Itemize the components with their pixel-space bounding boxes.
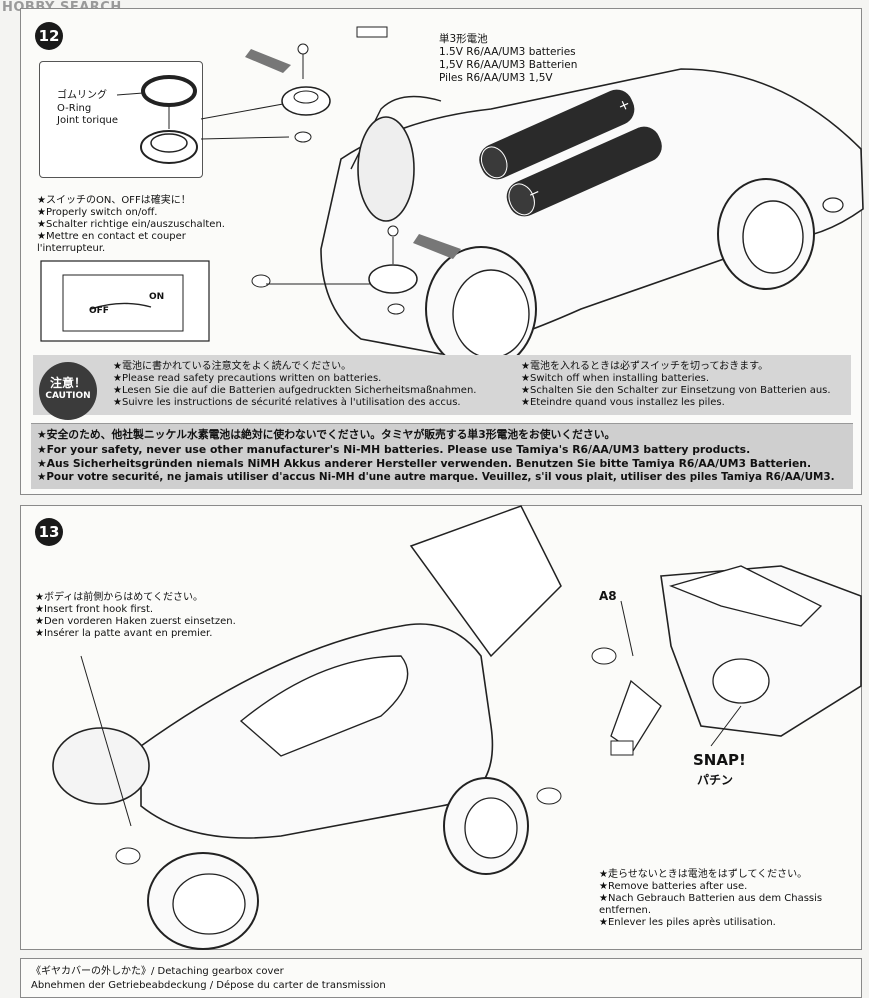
gearbox-title: 《ギヤカバーの外しかた》/ Detaching gearbox cover [31,966,284,977]
caution-left-jp: ★電池に書かれている注意文をよく読んでください。 [113,361,352,372]
gearbox-cover-panel: 《ギヤカバーの外しかた》/ Detaching gearbox cover Ab… [20,958,862,998]
caution-right-jp: ★電池を入れるときは必ずスイッチを切っておきます。 [521,361,769,372]
oring-label-en: O-Ring [57,103,92,114]
caution-badge-en: CAUTION [45,391,91,401]
switch-note-de: ★Schalter richtige ein/auszuschalten. [37,219,225,230]
snap-label-jp: パチン [697,773,734,787]
caution-left-fr: ★Suivre les instructions de sécurité rel… [113,397,461,408]
switch-on-label: ON [149,292,165,302]
remove-note-de: ★Nach Gebrauch Batterien aus dem Chassis [599,893,823,904]
safety-fr: ★Pour votre securité, ne jamais utiliser… [37,471,835,483]
oring-label-fr: Joint torique [57,115,119,126]
remove-note-en: ★Remove batteries after use. [599,881,748,892]
gearbox-subtitle: Abnehmen der Getriebeabdeckung / Dépose … [31,980,386,991]
remove-note-fr: ★Enlever les piles après utilisation. [599,917,776,928]
safety-warning: ★安全のため、他社製ニッケル水素電池は絶対に使わないでください。タミヤが販売する… [31,423,853,484]
step-13-panel: 13 ★ボディは前側からはめてください。 ★Insert front hook … [20,505,862,950]
body-note-jp: ★ボディは前側からはめてください。 [35,592,203,603]
caution-right-de: ★Schalten Sie den Schalter zur Einsetzun… [521,385,831,396]
switch-note-fr-2: l'interrupteur. [37,243,106,254]
caution-badge-jp: 注意！ [49,376,86,390]
step13-drawing [52,505,862,950]
safety-jp: ★安全のため、他社製ニッケル水素電池は絶対に使わないでください。タミヤが販売する… [37,428,616,441]
caution-left-en: ★Please read safety precautions written … [113,373,382,384]
step-12-panel: 12 ゴムリング O-Ring Joint torique + − [20,8,864,495]
battery-label-jp: 単3形電池 [439,33,488,45]
caution-right-en: ★Switch off when installing batteries. [521,373,710,384]
caution-badge: 注意！ CAUTION [39,362,97,420]
switch-off-label: OFF [89,306,109,316]
body-note-de: ★Den vorderen Haken zuerst einsetzen. [35,616,236,627]
safety-en: ★For your safety, never use other manufa… [37,443,751,456]
battery-label-de: 1,5V R6/AA/UM3 Batterien [439,59,578,71]
oring-label-jp: ゴムリング [57,90,107,101]
switch-note-en: ★Properly switch on/off. [37,207,158,218]
remove-note-jp: ★走らせないときは電池をはずしてください。 [599,869,808,880]
body-note-fr: ★Insérer la patte avant en premier. [35,628,213,639]
step-number: 13 [35,518,63,546]
battery-label-en: 1.5V R6/AA/UM3 batteries [439,46,576,58]
step-number: 12 [35,22,63,50]
safety-de: ★Aus Sicherheitsgründen niemals NiMH Akk… [37,457,812,470]
caution-right-fr: ★Eteindre quand vous installez les piles… [521,397,725,408]
caution-left-de: ★Lesen Sie die auf die Batterien aufgedr… [113,385,477,396]
switch-note-fr: ★Mettre en contact et couper [37,231,186,242]
part-label-a8: A8 [599,589,617,603]
remove-note-de-2: entfernen. [599,905,652,916]
switch-note-jp: ★スイッチのON、OFFは確実に！ [37,195,191,206]
body-note-en: ★Insert front hook first. [35,604,154,615]
battery-label-fr: Piles R6/AA/UM3 1,5V [439,72,553,84]
snap-label: SNAP! [693,751,746,769]
